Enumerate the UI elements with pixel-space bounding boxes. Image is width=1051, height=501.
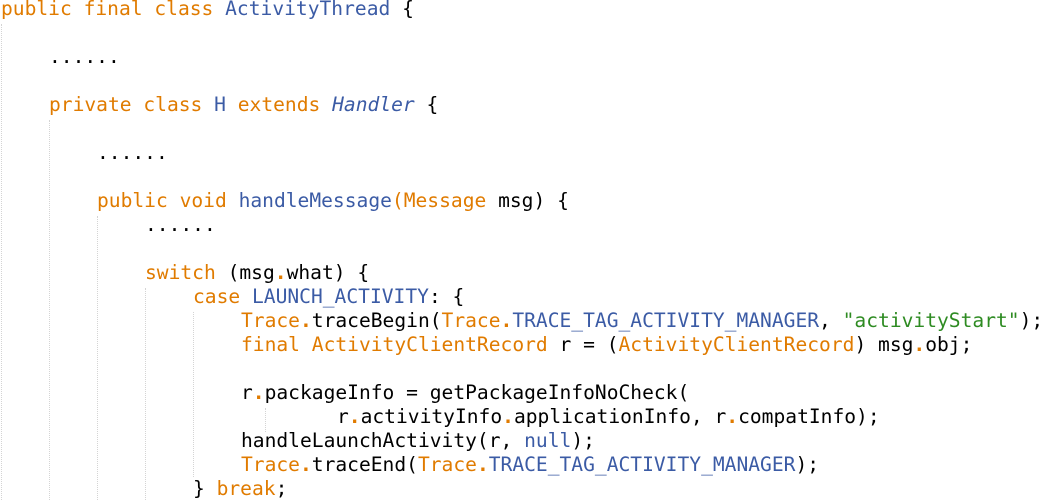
- code-line[interactable]: final ActivityClientRecord r = (Activity…: [241, 333, 972, 357]
- code-token: Trace: [241, 453, 300, 476]
- code-token: .: [299, 309, 312, 332]
- code-token: }: [193, 477, 217, 500]
- code-token: null: [524, 429, 572, 452]
- code-token: msg) {: [486, 189, 569, 212]
- code-token: : {: [428, 285, 465, 308]
- code-token: r = (: [547, 333, 619, 356]
- indent-guide: [193, 312, 194, 477]
- code-token: "activityStart": [842, 309, 1020, 332]
- code-line[interactable]: ......: [49, 45, 120, 69]
- code-token: applicationInfo, r: [513, 405, 727, 428]
- code-token: .: [348, 405, 361, 428]
- code-line[interactable]: ......: [145, 213, 216, 237]
- code-token: final: [241, 333, 312, 356]
- code-token: .: [476, 453, 489, 476]
- code-token: Trace: [441, 309, 501, 332]
- code-token: {: [414, 93, 439, 116]
- code-token: ActivityThread: [225, 0, 391, 20]
- code-token: switch: [145, 261, 216, 284]
- code-line[interactable]: Trace.traceBegin(Trace.TRACE_TAG_ACTIVIT…: [241, 309, 1043, 333]
- code-token: packageInfo = getPackageInfoNoCheck(: [264, 381, 690, 404]
- code-token: .: [274, 261, 287, 284]
- code-line[interactable]: case LAUNCH_ACTIVITY: {: [193, 285, 464, 309]
- indent-guide: [97, 216, 98, 500]
- code-token: traceEnd(: [311, 453, 418, 476]
- code-line[interactable]: r.packageInfo = getPackageInfoNoCheck(: [241, 381, 689, 405]
- indent-guide: [49, 120, 50, 500]
- indent-guide: [1, 24, 2, 500]
- code-token: Trace: [241, 309, 300, 332]
- code-token: .: [252, 381, 265, 404]
- code-token: (msg: [215, 261, 275, 284]
- code-line[interactable]: public void handleMessage(Message msg) {: [97, 189, 569, 213]
- code-token: );: [1019, 309, 1044, 332]
- code-token: public void: [97, 189, 239, 212]
- code-token: handleLaunchActivity(r,: [241, 429, 525, 452]
- code-token: traceBegin(: [311, 309, 442, 332]
- code-token: public final class: [1, 0, 226, 20]
- code-line[interactable]: handleLaunchActivity(r, null);: [241, 429, 595, 453]
- code-line[interactable]: ......: [97, 141, 168, 165]
- code-line[interactable]: switch (msg.what) {: [145, 261, 369, 285]
- code-line[interactable]: private class H extends Handler {: [49, 93, 438, 117]
- code-token: {: [390, 0, 414, 20]
- code-token: );: [571, 429, 595, 452]
- code-token: private class: [49, 93, 215, 116]
- code-token: r: [337, 405, 349, 428]
- code-token: );: [795, 453, 820, 476]
- code-token: Trace: [417, 453, 477, 476]
- code-token: break: [216, 477, 276, 500]
- code-token: ......: [145, 213, 216, 236]
- code-token: H: [214, 93, 226, 116]
- code-token: compatInfo);: [738, 405, 880, 428]
- code-token: ) msg: [854, 333, 914, 356]
- code-token: Handler: [332, 93, 415, 116]
- code-line[interactable]: r.activityInfo.applicationInfo, r.compat…: [337, 405, 880, 429]
- indent-guide: [145, 288, 146, 500]
- code-line[interactable]: } break;: [193, 477, 287, 501]
- code-token: LAUNCH_ACTIVITY: [251, 285, 429, 308]
- code-token: obj;: [925, 333, 973, 356]
- code-token: ;: [275, 477, 288, 500]
- code-token: .: [913, 333, 926, 356]
- code-token: ......: [97, 141, 168, 164]
- code-token: activityInfo: [360, 405, 503, 428]
- code-token: ......: [49, 45, 120, 68]
- code-token: ActivityClientRecord: [311, 333, 548, 356]
- code-token: case: [193, 285, 252, 308]
- indent-guide: [265, 408, 266, 432]
- code-token: extends: [225, 93, 333, 116]
- code-token: ,: [819, 309, 843, 332]
- code-token: ActivityClientRecord: [618, 333, 855, 356]
- code-token: r: [241, 381, 253, 404]
- code-line[interactable]: Trace.traceEnd(Trace.TRACE_TAG_ACTIVITY_…: [241, 453, 819, 477]
- code-token: .: [500, 309, 513, 332]
- code-token: what) {: [286, 261, 370, 284]
- code-token: (: [391, 189, 404, 212]
- code-token: TRACE_TAG_ACTIVITY_MANAGER: [512, 309, 820, 332]
- code-token: .: [726, 405, 739, 428]
- code-token: .: [502, 405, 514, 428]
- code-token: .: [299, 453, 312, 476]
- code-token: TRACE_TAG_ACTIVITY_MANAGER: [488, 453, 796, 476]
- code-token: handleMessage: [238, 189, 392, 212]
- code-token: Message: [403, 189, 487, 212]
- code-line[interactable]: public final class ActivityThread {: [1, 0, 414, 21]
